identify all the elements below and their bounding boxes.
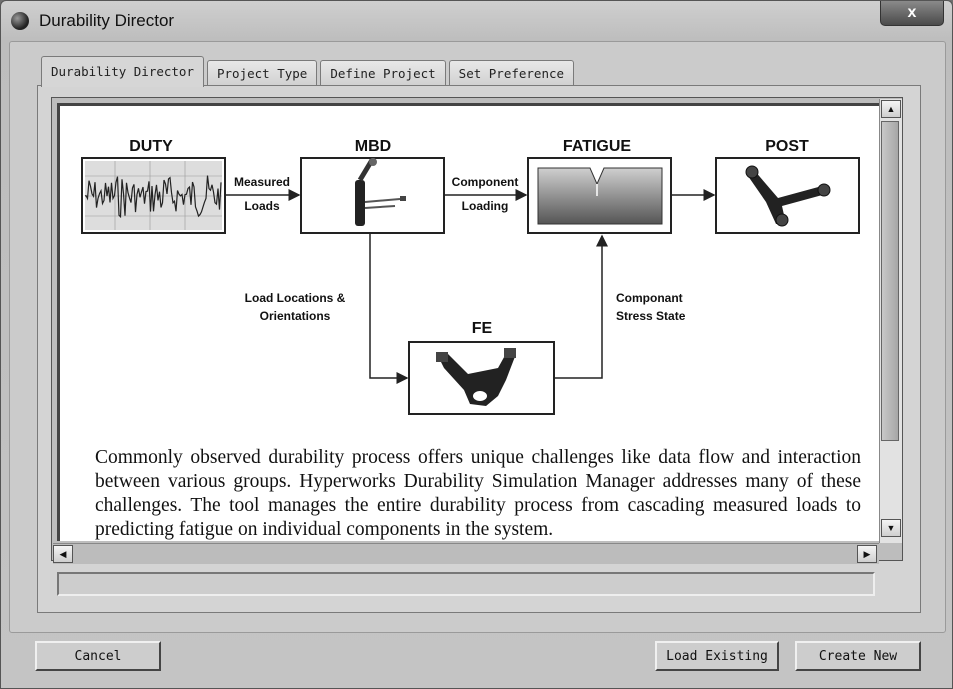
arrow-mbd-to-fe: [369, 233, 409, 384]
horizontal-scrollbar[interactable]: ◀ ▶: [53, 543, 879, 564]
tab-set-preference[interactable]: Set Preference: [448, 60, 575, 87]
scroll-left-button[interactable]: ◀: [53, 545, 73, 563]
component-label: Component: [452, 175, 519, 189]
window-title: Durability Director: [39, 11, 175, 30]
arrow-right-icon: ▶: [863, 548, 871, 559]
loads-label: Loads: [244, 199, 280, 213]
componant-label: Componant: [616, 291, 683, 305]
bracket-mesh-icon: [436, 348, 516, 406]
stress-state-label: Stress State: [616, 309, 686, 323]
control-arm-result-icon: [745, 165, 831, 227]
fatigue-box: [527, 157, 672, 234]
load-locations-label: Load Locations &: [245, 291, 346, 305]
post-title: POST: [765, 138, 809, 155]
vertical-scroll-thumb[interactable]: [881, 121, 899, 441]
vertical-scrollbar[interactable]: ▲ ▼: [879, 99, 902, 543]
mbd-title: MBD: [355, 138, 391, 155]
arrow-left-icon: ◀: [59, 548, 67, 559]
load-signal-trace: [84, 175, 222, 219]
measured-label: Measured: [234, 175, 290, 189]
description-text: Commonly observed durability process off…: [95, 447, 861, 540]
duty-box: [81, 157, 226, 234]
process-diagram: DUTY MBD FATIGUE POST FE: [81, 138, 860, 415]
fatigue-title: FATIGUE: [563, 138, 631, 155]
mbd-box: [300, 157, 445, 234]
arrow-up-icon: ▲: [886, 104, 896, 114]
tab-durability-director[interactable]: Durability Director: [41, 56, 204, 87]
scroll-up-button[interactable]: ▲: [881, 100, 901, 118]
content-viewport: DUTY MBD FATIGUE POST FE: [57, 103, 879, 541]
orientations-label: Orientations: [260, 309, 331, 323]
title-bar: Durability Director x: [1, 1, 952, 41]
tab-project-type[interactable]: Project Type: [207, 60, 318, 87]
arrow-fe-to-fatigue: [554, 234, 608, 379]
duty-title: DUTY: [129, 138, 173, 155]
post-box: [715, 157, 860, 234]
scroll-right-button[interactable]: ▶: [857, 545, 877, 563]
loading-label: Loading: [462, 199, 509, 213]
tab-bar: Durability Director Project Type Define …: [41, 56, 577, 87]
app-icon: [11, 12, 29, 30]
fe-box: [408, 341, 555, 415]
fe-title: FE: [472, 320, 493, 337]
suspension-strut-icon: [355, 158, 406, 226]
status-field: [57, 572, 875, 596]
arrow-down-icon: ▼: [886, 523, 896, 533]
tab-define-project[interactable]: Define Project: [320, 60, 446, 87]
scroll-down-button[interactable]: ▼: [881, 519, 901, 537]
cancel-button[interactable]: Cancel: [35, 641, 161, 671]
load-existing-button[interactable]: Load Existing: [655, 641, 779, 671]
create-new-button[interactable]: Create New: [795, 641, 921, 671]
close-button[interactable]: x: [880, 1, 944, 26]
